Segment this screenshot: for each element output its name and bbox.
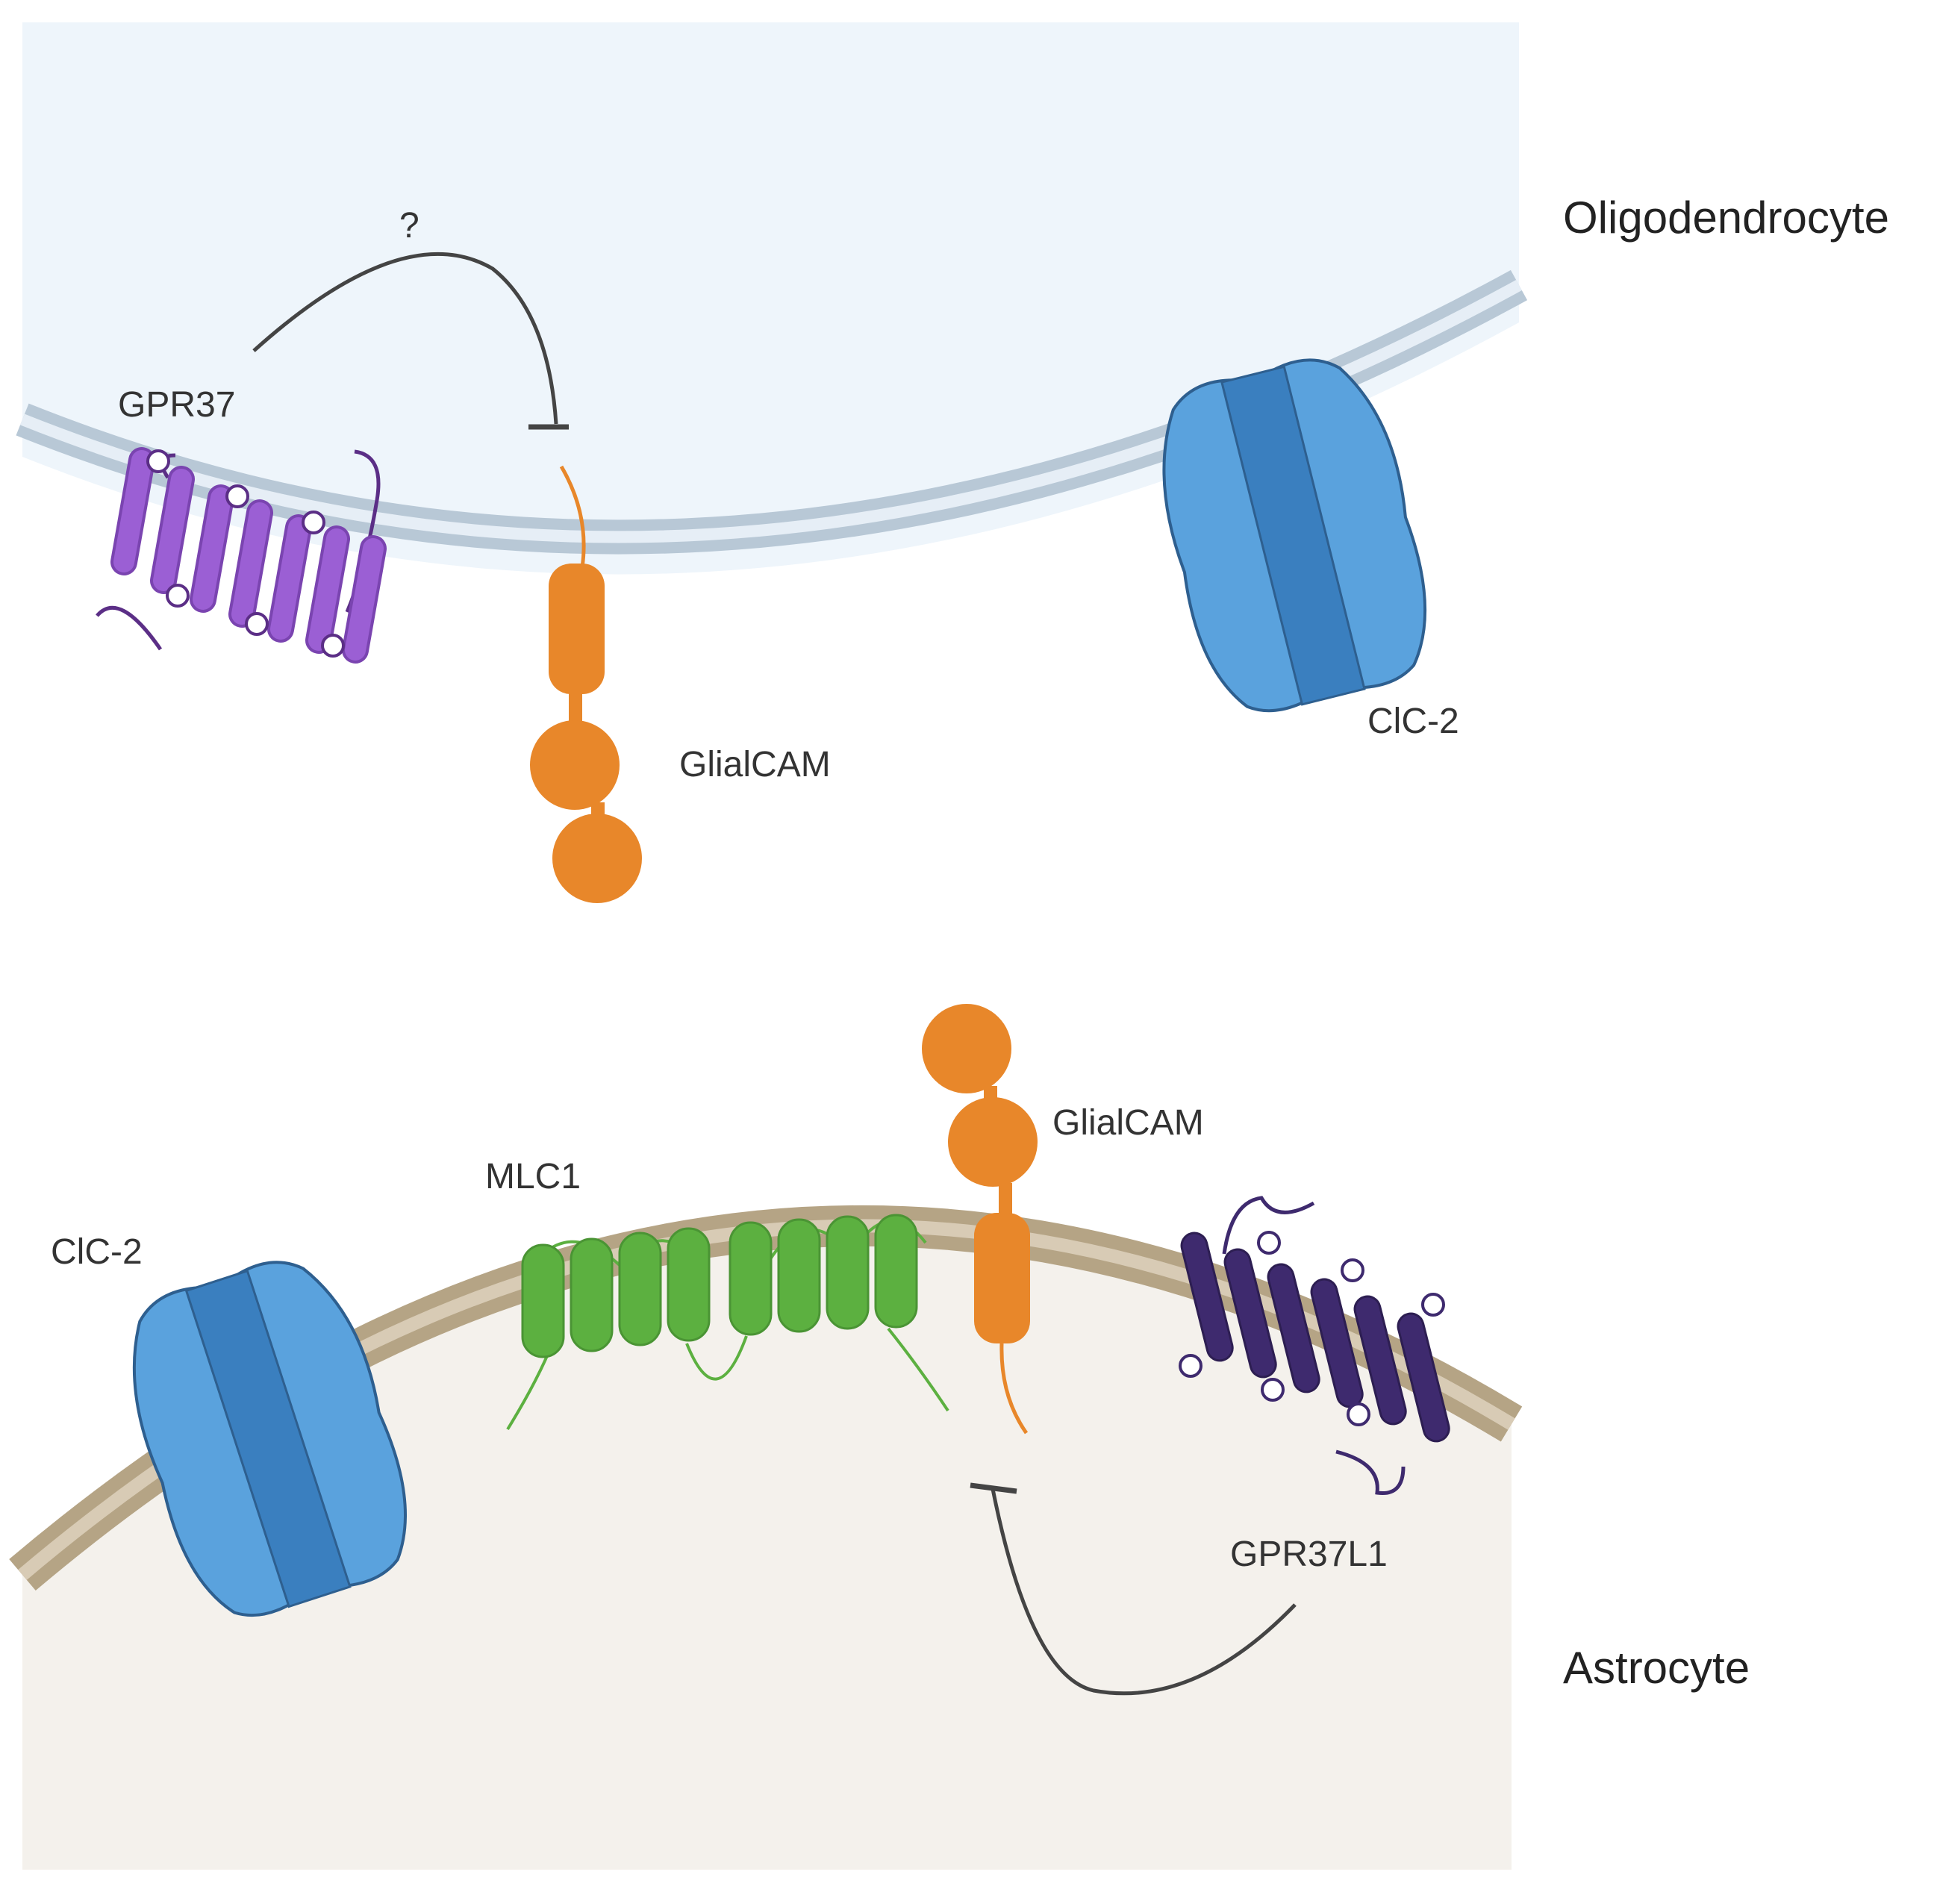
astrocyte-label: Astrocyte	[1563, 1643, 1750, 1693]
glialcam-top-label: GlialCAM	[679, 745, 831, 784]
gpr37-label: GPR37	[118, 385, 235, 425]
gpr37-receptor	[96, 447, 387, 664]
mlc1-protein	[506, 1214, 949, 1431]
bottom-inhibition-bar	[970, 1482, 1017, 1494]
glialcam-top	[530, 465, 642, 903]
glialcam-bottom-label: GlialCAM	[1052, 1103, 1204, 1143]
question-mark: ?	[399, 206, 419, 246]
mlc1-label: MLC1	[485, 1157, 581, 1196]
bottom-inhibition-arrow	[991, 1488, 1297, 1696]
astrocyte-cytoplasm	[22, 1226, 1512, 1870]
clc2-top-label: ClC-2	[1367, 702, 1459, 741]
clc2-bottom-channel	[132, 1261, 407, 1617]
glialcam-bottom	[922, 1004, 1038, 1435]
oligodendrocyte-extracellular	[22, 322, 1519, 970]
gpr37l1-receptor	[1179, 1196, 1450, 1496]
top-inhibition-arrow	[252, 252, 558, 425]
clc2-top-channel	[1162, 358, 1427, 713]
oligodendrocyte-label: Oligodendrocyte	[1563, 193, 1889, 243]
gpr37l1-label: GPR37L1	[1230, 1535, 1388, 1574]
clc2-bottom-label: ClC-2	[51, 1232, 143, 1272]
